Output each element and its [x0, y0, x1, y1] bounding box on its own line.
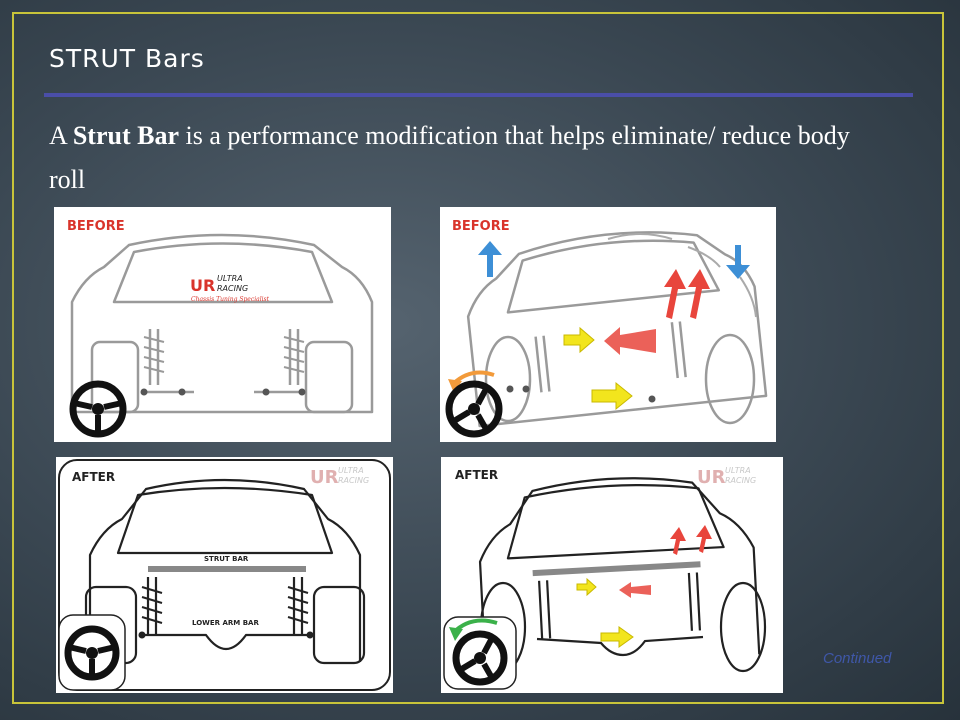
after-label: AFTER — [72, 470, 115, 484]
windshield — [116, 486, 334, 555]
force-arrow-red-small-icon — [619, 582, 651, 598]
force-arrow-yellow-icon — [563, 326, 595, 354]
struts — [146, 577, 304, 635]
right-strut — [288, 329, 300, 385]
panel-before-cornering: BEFORE — [440, 207, 776, 442]
turn-arrow-head-green — [449, 627, 463, 641]
lift-arrow-blue-icon — [478, 241, 502, 277]
panel-before-static: BEFORE UR ULTRA RACING Chassis Tuning Sp — [54, 207, 391, 442]
body-text-bold: Strut Bar — [72, 121, 180, 150]
steering-wheel-turned-icon — [445, 380, 503, 438]
drop-arrow-blue-icon — [726, 245, 750, 279]
tilted-tires — [484, 333, 756, 425]
right-tire — [304, 340, 354, 414]
force-arrow-yellow-small-icon-2 — [600, 626, 634, 648]
roll-motion-lines — [607, 233, 757, 318]
brand-text-bottom-faded: RACING — [338, 476, 369, 485]
before-label-2: BEFORE — [452, 219, 510, 234]
after-static-car-diagram: AFTER UR ULTRA RACING STRUT BAR LOWER AR… — [58, 459, 391, 691]
force-arrow-yellow-icon-2 — [591, 381, 633, 411]
car-body-outline — [70, 233, 374, 414]
slide-body-text: A Strut Bar is a performance modificatio… — [49, 114, 869, 202]
brand-mark: UR — [190, 276, 215, 295]
after-label-2: AFTER — [455, 468, 498, 482]
brand-text-bottom: RACING — [217, 284, 248, 293]
before-cornering-car-diagram: BEFORE — [445, 219, 768, 438]
before-label: BEFORE — [67, 219, 125, 234]
title-underline — [44, 93, 913, 97]
brand-mark-faded: UR — [310, 467, 339, 488]
brand-mark-faded-2: UR — [697, 467, 726, 488]
lower-arm-bar-2 — [536, 635, 704, 657]
steering-wheel-turned-icon-2 — [452, 630, 508, 686]
body-text-start: A — [49, 121, 73, 150]
tires-4 — [479, 581, 767, 673]
left-tire — [90, 340, 140, 414]
brand-text-top-faded-2: ULTRA — [725, 466, 751, 475]
brand-logo: UR ULTRA RACING Chassis Tuning Specialis… — [190, 274, 270, 303]
before-static-car-diagram: BEFORE UR ULTRA RACING Chassis Tuning Sp — [67, 219, 374, 438]
car-body-outline — [88, 478, 362, 662]
panel-after-static: AFTER UR ULTRA RACING STRUT BAR LOWER AR… — [56, 457, 393, 693]
after-cornering-car-diagram: AFTER UR ULTRA RACING — [443, 466, 767, 690]
load-arrow-red-icon-2 — [688, 269, 710, 319]
panel-after-cornering: AFTER UR ULTRA RACING — [441, 457, 783, 693]
force-arrow-red-icon — [604, 327, 656, 355]
load-arrow-red-icon — [664, 269, 686, 319]
pivot-points-3 — [138, 631, 314, 639]
brand-text-top: ULTRA — [217, 274, 243, 283]
lower-arm-bar-label: LOWER ARM BAR — [192, 619, 259, 627]
strut-bar-label: STRUT BAR — [204, 555, 249, 563]
brand-text-top-faded: ULTRA — [338, 466, 364, 475]
slide-frame — [12, 12, 944, 704]
pivot-points — [140, 388, 306, 396]
brand-tagline: Chassis Tuning Specialist — [191, 296, 270, 303]
load-arrow-red-small-icon-2 — [696, 525, 712, 553]
panel-border — [58, 459, 391, 691]
steering-wheel-icon — [69, 380, 127, 438]
load-arrow-red-small-icon — [670, 527, 686, 555]
left-spring — [143, 336, 165, 373]
force-arrow-yellow-small-icon — [576, 577, 597, 597]
springs — [141, 586, 309, 624]
right-tire — [312, 585, 366, 665]
brand-text-bottom-faded-2: RACING — [725, 476, 756, 485]
slightly-tilted-car-body — [478, 477, 761, 669]
continued-link[interactable]: Continued — [823, 650, 892, 667]
body-text-end: is a performance modification that helps… — [49, 121, 850, 194]
steering-wheel-icon-2 — [64, 625, 120, 681]
right-spring — [283, 336, 305, 373]
windshield — [112, 242, 334, 304]
slide-title: STRUT Bars — [49, 44, 205, 73]
pivot-points-2 — [506, 385, 656, 403]
turn-arrow-head — [448, 379, 462, 393]
lower-arm-bar — [140, 633, 312, 651]
left-strut — [148, 329, 160, 385]
